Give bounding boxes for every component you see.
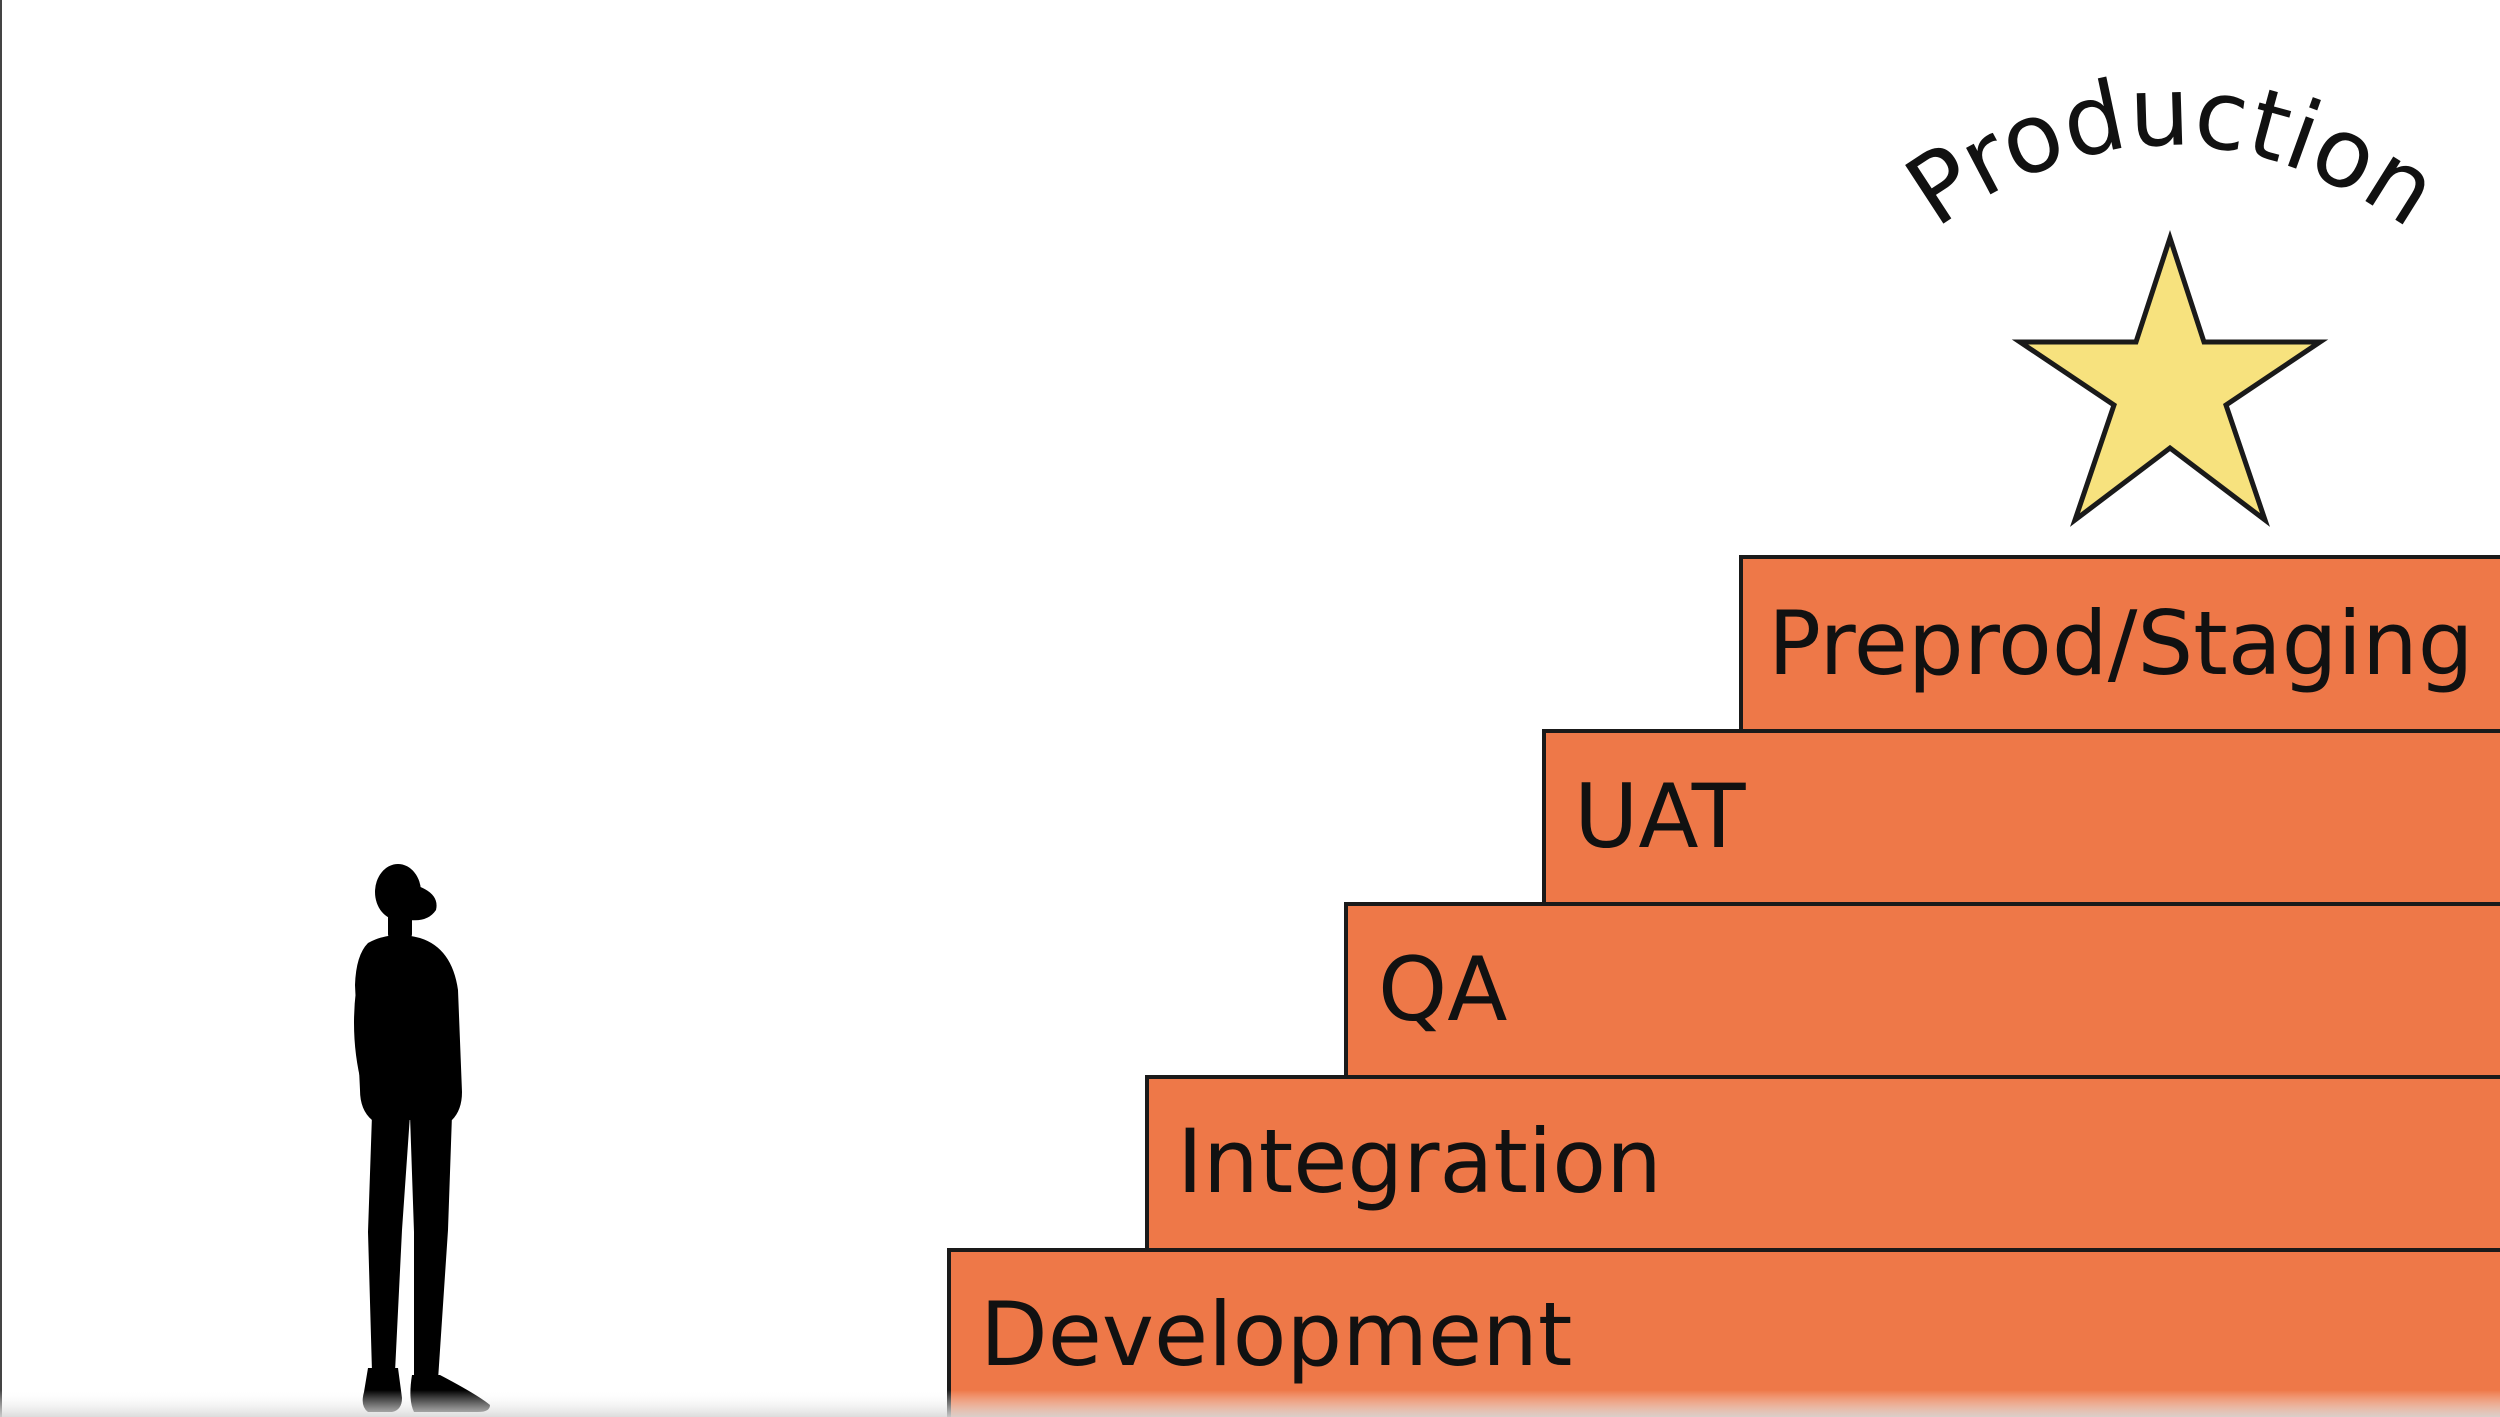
step-preprod-staging-block bbox=[1739, 555, 2500, 733]
step-uat: UAT bbox=[1542, 729, 2500, 906]
step-integration: Integration bbox=[1145, 1075, 2500, 1252]
person-silhouette-icon bbox=[354, 864, 490, 1412]
star-icon bbox=[2011, 229, 2329, 527]
production-label-path: Production bbox=[1887, 55, 2457, 248]
step-qa-block bbox=[1344, 902, 2500, 1079]
step-uat-label: UAT bbox=[1574, 765, 1747, 868]
step-preprod-staging-label: Preprod/Staging bbox=[1768, 592, 2474, 695]
step-development-label: Development bbox=[980, 1283, 1572, 1386]
step-qa-label: QA bbox=[1378, 938, 1507, 1041]
step-development: Development bbox=[947, 1248, 2500, 1417]
bottom-shadow bbox=[0, 1390, 2500, 1417]
step-integration-label: Integration bbox=[1177, 1110, 1662, 1213]
production-label: Production bbox=[1887, 55, 2457, 248]
step-qa: QA bbox=[1344, 902, 2500, 1079]
step-preprod-staging: Preprod/Staging bbox=[1739, 555, 2500, 733]
step-uat-block bbox=[1542, 729, 2500, 906]
